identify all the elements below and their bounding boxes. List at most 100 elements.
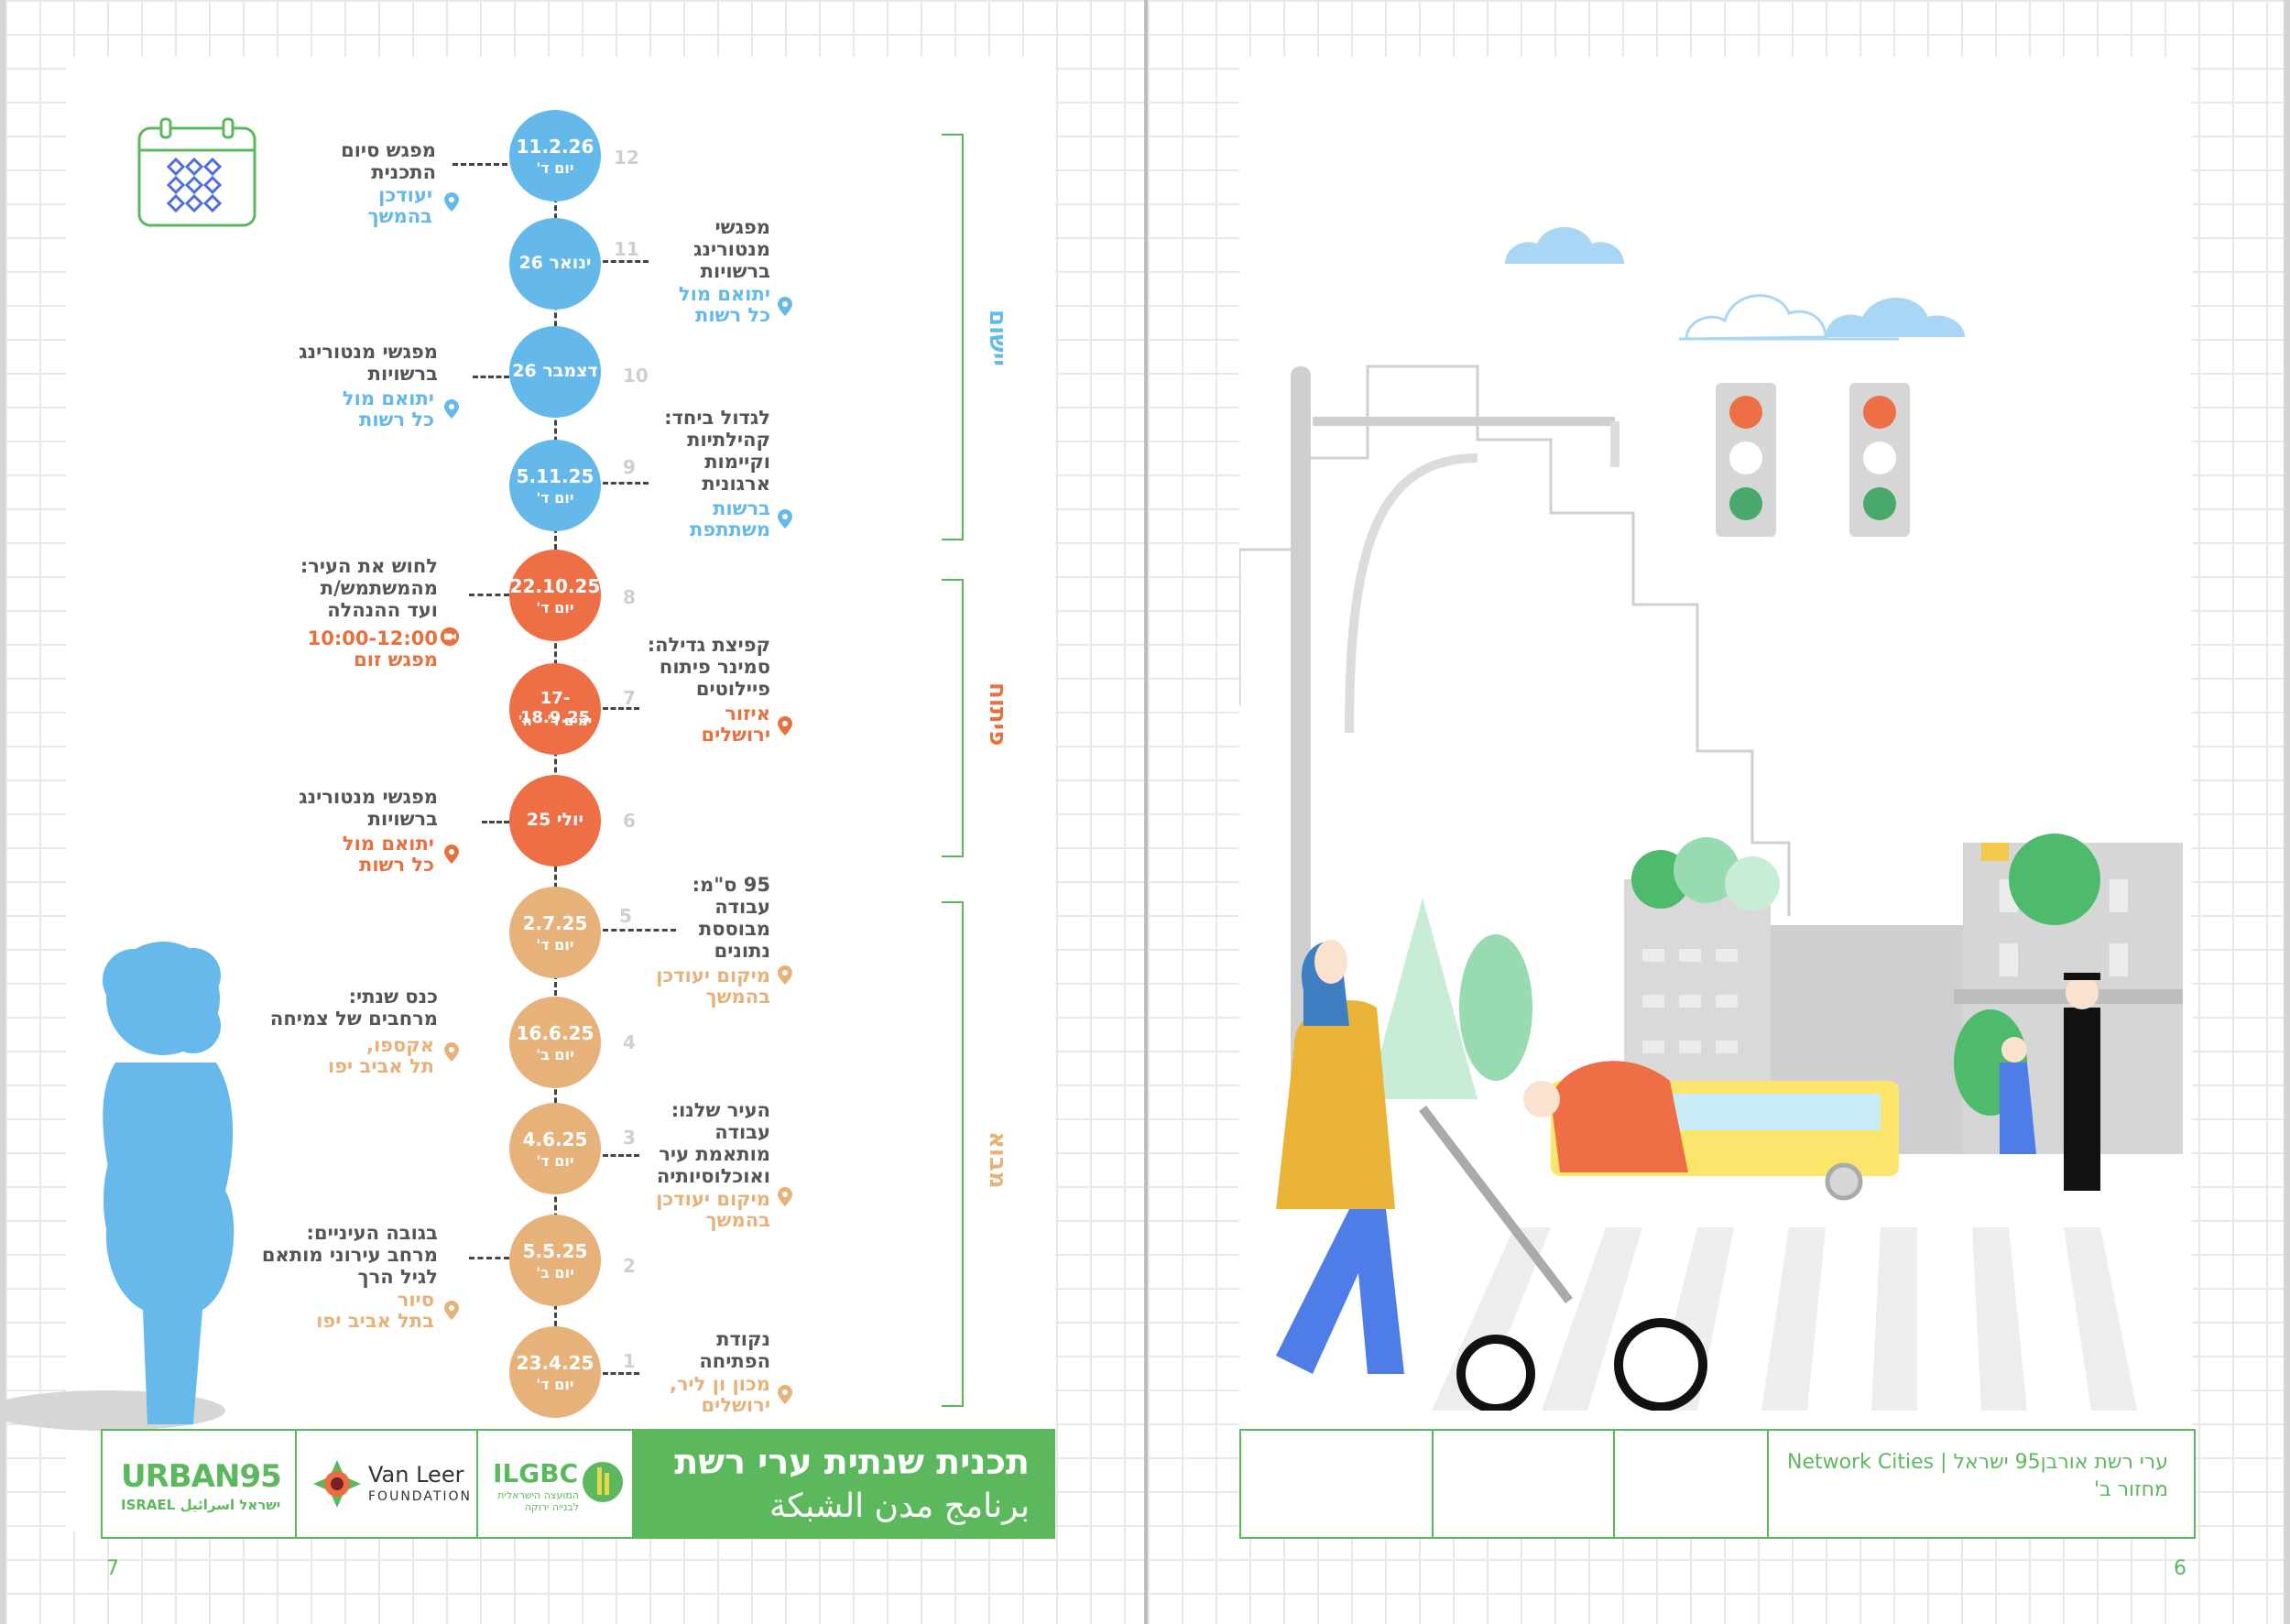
location-pin-icon <box>444 192 459 212</box>
vanleer-logo-sub: FOUNDATION <box>368 1489 472 1504</box>
phase-label-implementation: יישום <box>984 310 1011 367</box>
event-6-title: מפגשי מנטורינג ברשויות <box>299 786 438 830</box>
page-6: ערי רשת אורבן95 ישראל | Network Cities מ… <box>1148 0 2284 1624</box>
vanleer-logo-cell: Van Leer FOUNDATION <box>295 1429 480 1539</box>
event-number: 8 <box>623 586 636 608</box>
event-3-title: העיר שלנו: עבודה מותאמת עיר ואוכלוסיותיה <box>656 1099 770 1187</box>
event-date: 4.6.25 <box>522 1128 588 1150</box>
urban95-logo-cell: URBAN95 ISRAEL ישראל اسرائيل <box>101 1429 299 1539</box>
event-connector <box>603 260 649 263</box>
event-7-title: קפיצת גדילה: סמינר פיתוח פיילוטים <box>647 634 770 700</box>
urban95-logo-sub: ISRAEL ישראל اسرائيل <box>121 1497 281 1513</box>
location-pin-icon <box>444 399 459 419</box>
calendar-icon <box>137 117 256 227</box>
event-10-location: יתואם מול כל רשות <box>342 387 434 431</box>
event-11-circle: ינואר 26 <box>509 218 601 310</box>
event-12-location: יעודכן בהמשך <box>367 184 433 227</box>
event-connector <box>482 821 509 823</box>
phase-bracket-intro <box>942 901 964 1407</box>
event-2-title: בגובה העיניים: מרחב עירוני מותאם לגיל הר… <box>261 1222 438 1288</box>
event-7-location: איזור ירושלים <box>701 703 770 746</box>
child-silhouette-illustration <box>5 942 234 1431</box>
event-connector <box>603 1154 639 1157</box>
event-day: ימים ד' - ה' <box>518 713 593 729</box>
event-4-location: אקספו, תל אביב יפו <box>328 1034 434 1077</box>
urban95-logo: URBAN95 <box>121 1458 282 1495</box>
event-7-circle: 17-18.9.25 ימים ד' - ה' <box>509 663 601 755</box>
street-crossing-illustration <box>1239 227 2183 1411</box>
event-9-title: לגדול ביחד: קהילתיות וקיימות ארגונית <box>664 407 770 495</box>
event-4-circle: 16.6.25 יום ב' <box>509 997 601 1088</box>
location-pin-icon <box>778 716 792 736</box>
event-connector <box>473 376 509 378</box>
event-11-title: מפגשי מנטורינג ברשויות <box>693 216 770 282</box>
footer-series-cell: ערי רשת אורבן95 ישראל | Network Cities מ… <box>1767 1429 2196 1539</box>
event-8-location: 10:00-12:00 מפגש זום <box>307 627 438 670</box>
event-date: 16.6.25 <box>516 1022 594 1044</box>
event-11-location: יתואם מול כל רשות <box>678 283 770 326</box>
event-1-title: נקודת הפתיחה <box>699 1328 770 1372</box>
event-day: יום ד' <box>536 1376 574 1393</box>
footer-title-band: תכנית שנתית ערי רשת برنامج مدن الشبكة <box>632 1429 1055 1539</box>
event-2-circle: 5.5.25 יום ב' <box>509 1215 601 1306</box>
event-number: 5 <box>619 905 632 927</box>
footer-cell-empty <box>1613 1429 1771 1539</box>
page-spine <box>1144 0 1148 1624</box>
event-8-circle: 22.10.25 יום ד' <box>509 550 601 641</box>
location-pin-icon <box>778 509 792 529</box>
event-connector <box>603 482 649 485</box>
event-number: 12 <box>614 147 639 169</box>
event-day: יום ב' <box>536 1264 574 1281</box>
event-day: יום ד' <box>536 489 574 507</box>
event-connector <box>453 163 507 166</box>
event-date: 17-18.9.25 <box>519 689 591 727</box>
event-connector <box>469 1257 509 1259</box>
timeline-line <box>554 156 557 1392</box>
location-pin-icon <box>778 1385 792 1404</box>
event-date: 2.7.25 <box>522 912 588 934</box>
event-connector <box>603 707 639 710</box>
event-6-location: יתואם מול כל רשות <box>342 833 434 876</box>
location-pin-icon <box>778 297 792 316</box>
phase-bracket-development <box>942 579 964 857</box>
event-5-location: מיקום יעודכן בהמשך <box>656 965 770 1008</box>
phase-label-development: פיתוח <box>984 682 1011 747</box>
location-pin-icon <box>778 1187 792 1206</box>
vanleer-emblem-icon <box>313 1460 361 1508</box>
page-number: 7 <box>106 1557 119 1580</box>
event-connector <box>469 594 509 596</box>
event-day: יום ד' <box>536 1152 574 1170</box>
footer-cell-empty <box>1432 1429 1617 1539</box>
event-number: 3 <box>623 1127 636 1149</box>
phase-bracket-implementation <box>942 134 964 540</box>
ilgbc-logo-sub: המועצה הישראלית לבנייה ירוקה <box>497 1489 579 1513</box>
event-date: 11.2.26 <box>516 136 594 158</box>
event-4-title: כנס שנתי: מרחבים של צמיחה <box>269 986 438 1030</box>
video-camera-icon <box>440 627 460 647</box>
location-pin-icon <box>444 845 459 864</box>
event-number: 1 <box>623 1350 636 1372</box>
event-2-location: סיור בתל אביב יפו <box>316 1289 434 1332</box>
event-connector <box>603 1372 639 1375</box>
event-date: 5.5.25 <box>522 1240 588 1262</box>
ilgbc-logo-cell: ILGBC המועצה הישראלית לבנייה ירוקה <box>476 1429 634 1539</box>
event-day: יום ב' <box>536 1046 574 1063</box>
phase-label-intro: מבוא <box>984 1131 1011 1189</box>
event-10-title: מפגשי מנטורינג ברשויות <box>299 341 438 385</box>
vanleer-logo: Van Leer <box>368 1462 464 1488</box>
event-number: 11 <box>614 238 639 260</box>
event-5-circle: 2.7.25 יום ד' <box>509 887 601 978</box>
event-number: 7 <box>623 687 636 709</box>
event-8-title: לחוש את העיר: מהמשתמש/ת ועד ההנהלה <box>300 555 438 621</box>
event-date: 23.4.25 <box>516 1352 594 1374</box>
page-number: 6 <box>2174 1557 2186 1580</box>
event-12-title: מפגש סיום התכנית <box>341 139 436 183</box>
event-date: ינואר 26 <box>518 253 592 273</box>
event-1-location: מכון ון ליר, ירושלים <box>669 1373 770 1416</box>
event-day: יום ד' <box>536 936 574 954</box>
ilgbc-logo: ILGBC <box>493 1458 579 1488</box>
event-date: דצמבר 26 <box>512 361 598 381</box>
location-pin-icon <box>778 965 792 985</box>
event-number: 6 <box>623 810 636 832</box>
event-3-circle: 4.6.25 יום ד' <box>509 1103 601 1194</box>
